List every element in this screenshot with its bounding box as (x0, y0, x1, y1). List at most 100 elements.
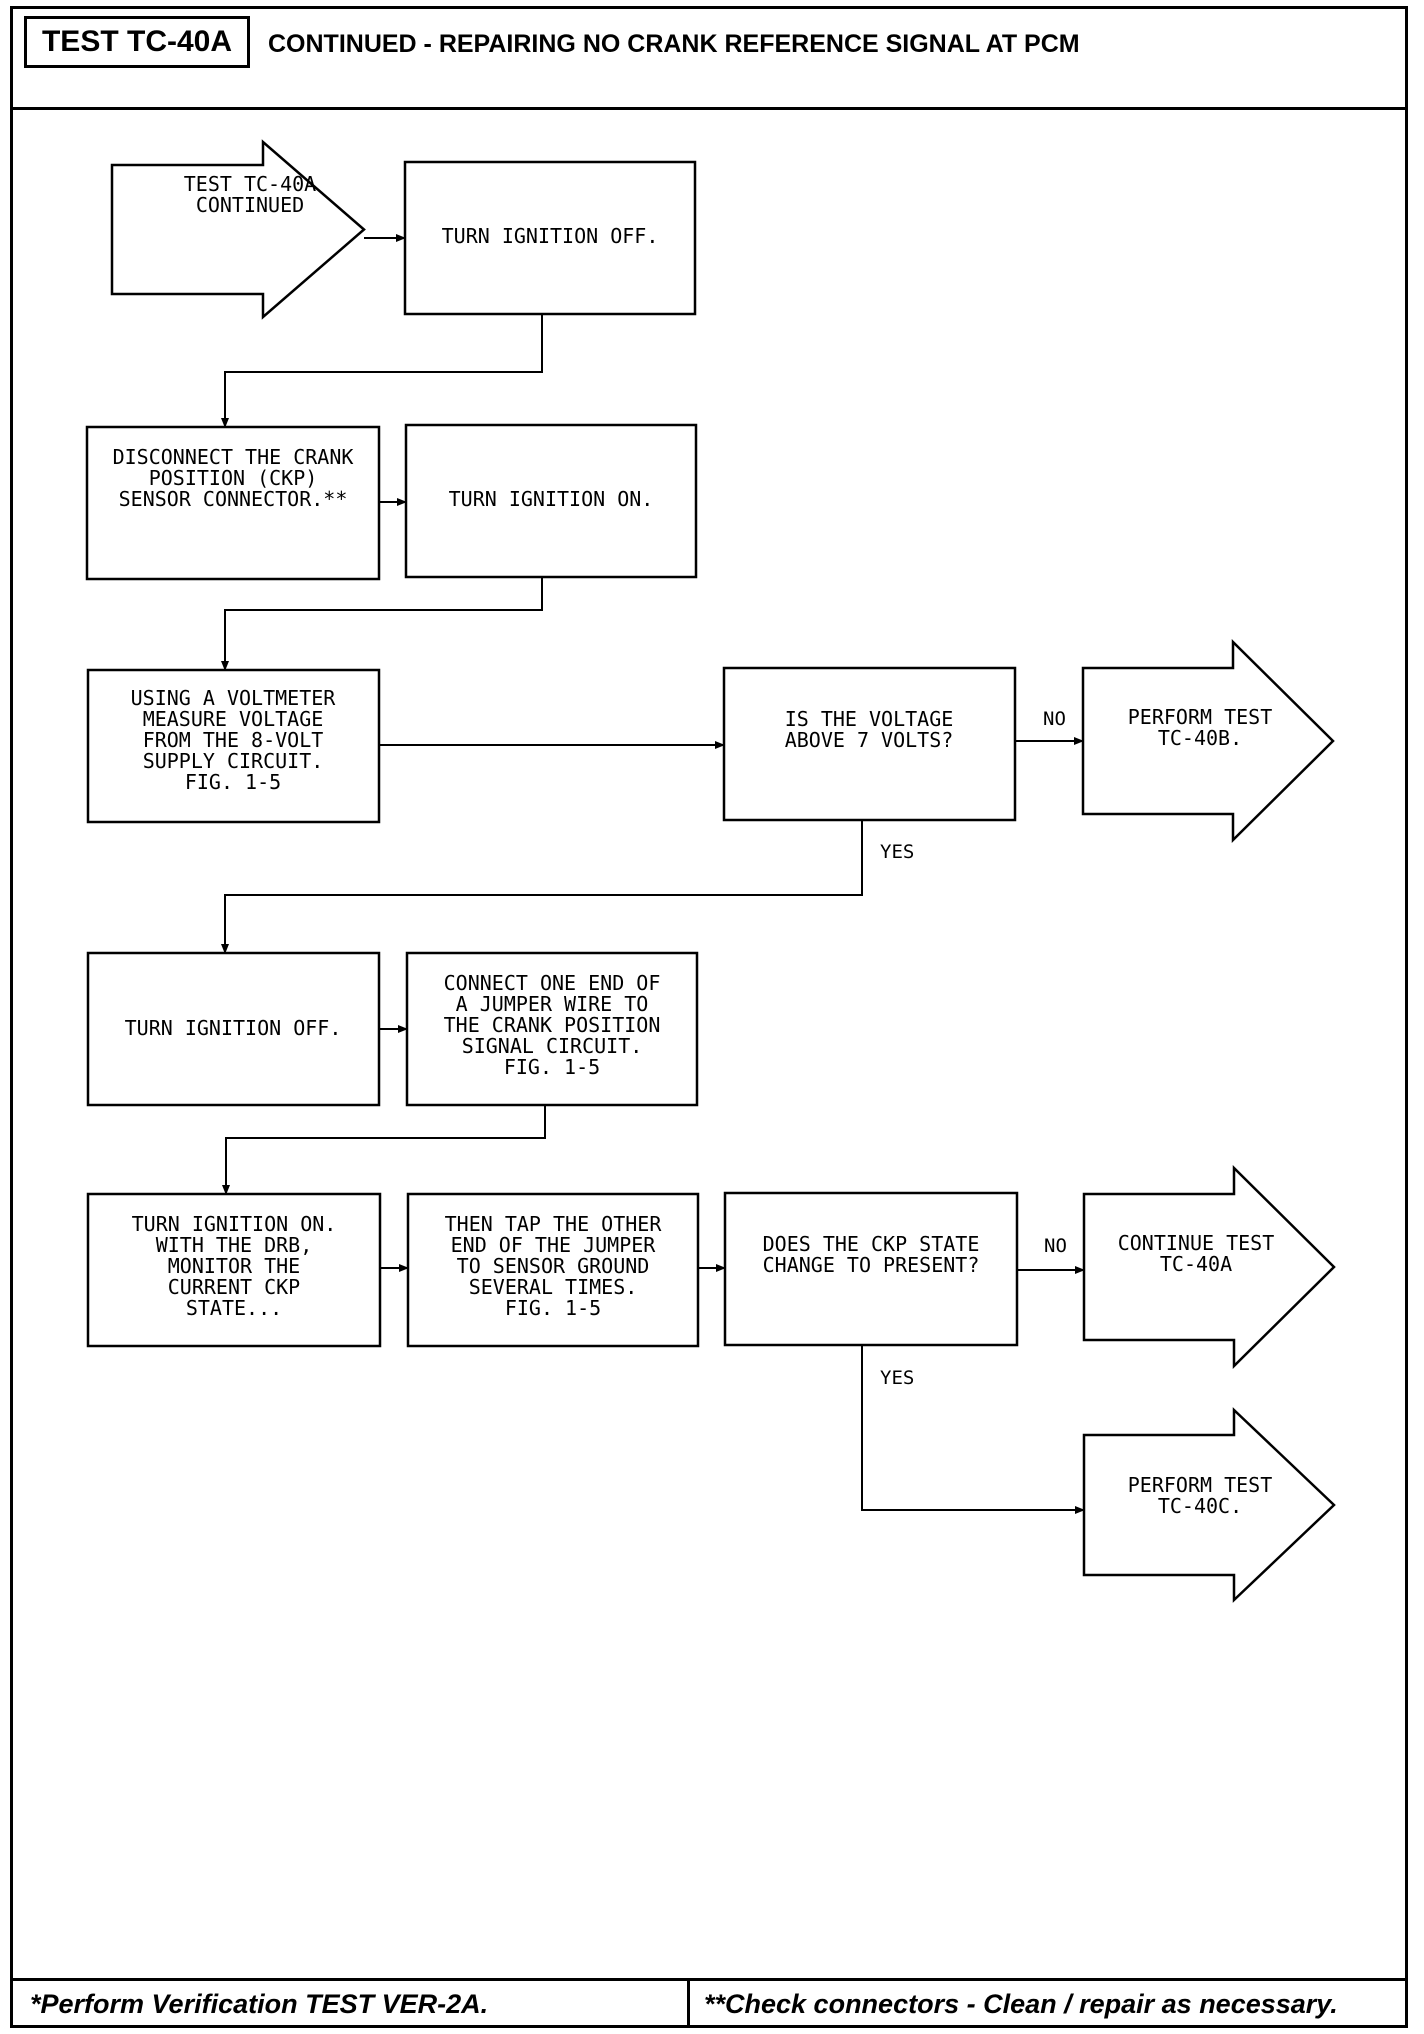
page-frame (10, 6, 1408, 2028)
node-result1-shape (1081, 639, 1335, 843)
node-step7-line: WITH THE DRB, (156, 1233, 313, 1257)
node-step1-shape (403, 160, 697, 316)
footer-divider (687, 1981, 690, 2028)
edge-label-no: NO (1044, 1235, 1067, 1257)
edge-decision1-to-step5 (221, 820, 863, 954)
node-step6-line: FIG. 1-5 (504, 1055, 600, 1079)
node-result3-line: PERFORM TEST (1128, 1473, 1273, 1497)
footer-note-verification: *Perform Verification TEST VER-2A. (30, 1989, 489, 2019)
node-step1: TURN IGNITION OFF. (403, 160, 697, 316)
node-step7-line: MONITOR THE (168, 1254, 300, 1278)
node-start-line: CONTINUED (196, 193, 304, 217)
page-title: CONTINUED - REPAIRING NO CRANK REFERENCE… (268, 30, 1080, 58)
footer: *Perform Verification TEST VER-2A. **Che… (10, 1978, 1408, 2028)
node-step7-line: STATE... (186, 1296, 282, 1320)
node-start-line: TEST TC-40A (184, 172, 316, 196)
node-result3-line: TC-40C. (1158, 1494, 1242, 1518)
node-step8-shape (406, 1192, 700, 1348)
node-result2-line: TC-40A (1160, 1252, 1232, 1276)
edge-label-yes: YES (880, 841, 914, 863)
header: TEST TC-40A CONTINUED - REPAIRING NO CRA… (10, 6, 1408, 110)
node-decision2-line: CHANGE TO PRESENT? (763, 1253, 980, 1277)
edge-decision2-to-result3 (861, 1345, 1085, 1514)
edge-label-yes: YES (880, 1367, 914, 1389)
node-step8-line: THEN TAP THE OTHER (445, 1212, 663, 1236)
node-step7-line: TURN IGNITION ON. (132, 1212, 337, 1236)
node-step3: TURN IGNITION ON. (404, 423, 698, 579)
node-result2-line: CONTINUE TEST (1118, 1231, 1275, 1255)
node-decision1-line: ABOVE 7 VOLTS? (785, 728, 954, 752)
node-step4-line: FIG. 1-5 (185, 770, 281, 794)
node-step2-shape (85, 425, 381, 581)
node-step1-line: TURN IGNITION OFF. (442, 224, 659, 248)
node-step7-label: TURN IGNITION ON.WITH THE DRB,MONITOR TH… (132, 1212, 337, 1320)
flowchart-edges: NO YES NO YES (221, 234, 1085, 1514)
node-step4-line: SUPPLY CIRCUIT. (143, 749, 324, 773)
node-step4-shape (86, 668, 381, 824)
node-step4-line: MEASURE VOLTAGE (143, 707, 324, 731)
node-step6-shape (405, 951, 699, 1107)
node-step7-line: CURRENT CKP (168, 1275, 300, 1299)
node-step5-label: TURN IGNITION OFF. (125, 1016, 342, 1040)
footer-note-connectors: **Check connectors - Clean / repair as n… (704, 1989, 1338, 2019)
node-step2-line: POSITION (CKP) (149, 466, 318, 490)
node-decision1-line: IS THE VOLTAGE (785, 707, 954, 731)
node-step8-line: TO SENSOR GROUND (457, 1254, 650, 1278)
node-step7: TURN IGNITION ON.WITH THE DRB,MONITOR TH… (86, 1192, 382, 1348)
node-step3-shape (404, 423, 698, 579)
node-decision1-shape (722, 666, 1017, 822)
node-result3-shape (1082, 1407, 1336, 1603)
node-step2-line: DISCONNECT THE CRANK (113, 445, 354, 469)
node-step3-line: TURN IGNITION ON. (449, 487, 654, 511)
test-id-badge: TEST TC-40A (24, 16, 250, 68)
node-step8-line: END OF THE JUMPER (451, 1233, 657, 1257)
node-step4-line: FROM THE 8-VOLT (143, 728, 324, 752)
edge-step1-to-step2 (221, 314, 543, 428)
node-step8-line: FIG. 1-5 (505, 1296, 601, 1320)
node-result2-shape (1082, 1165, 1336, 1369)
node-decision2-line: DOES THE CKP STATE (763, 1232, 980, 1256)
node-step2-line: SENSOR CONNECTOR.** (119, 487, 348, 511)
node-step6-line: THE CRANK POSITION (444, 1013, 661, 1037)
node-step1-label: TURN IGNITION OFF. (442, 224, 659, 248)
node-step5-shape (86, 951, 381, 1107)
node-start-shape (110, 139, 366, 320)
node-step4-line: USING A VOLTMETER (131, 686, 337, 710)
node-step6-line: CONNECT ONE END OF (444, 971, 661, 995)
edge-step6-to-step7 (222, 1105, 546, 1195)
node-step3-label: TURN IGNITION ON. (449, 487, 654, 511)
node-step5: TURN IGNITION OFF. (86, 951, 381, 1107)
node-step6-line: A JUMPER WIRE TO (456, 992, 649, 1016)
node-step7-shape (86, 1192, 382, 1348)
node-result1-line: PERFORM TEST (1128, 705, 1273, 729)
node-decision2-shape (723, 1191, 1019, 1347)
node-step5-line: TURN IGNITION OFF. (125, 1016, 342, 1040)
node-step6-line: SIGNAL CIRCUIT. (462, 1034, 643, 1058)
edge-step3-to-step4 (221, 577, 543, 671)
node-step8-line: SEVERAL TIMES. (469, 1275, 638, 1299)
edge-label-no: NO (1043, 708, 1066, 730)
node-result1-line: TC-40B. (1158, 726, 1242, 750)
